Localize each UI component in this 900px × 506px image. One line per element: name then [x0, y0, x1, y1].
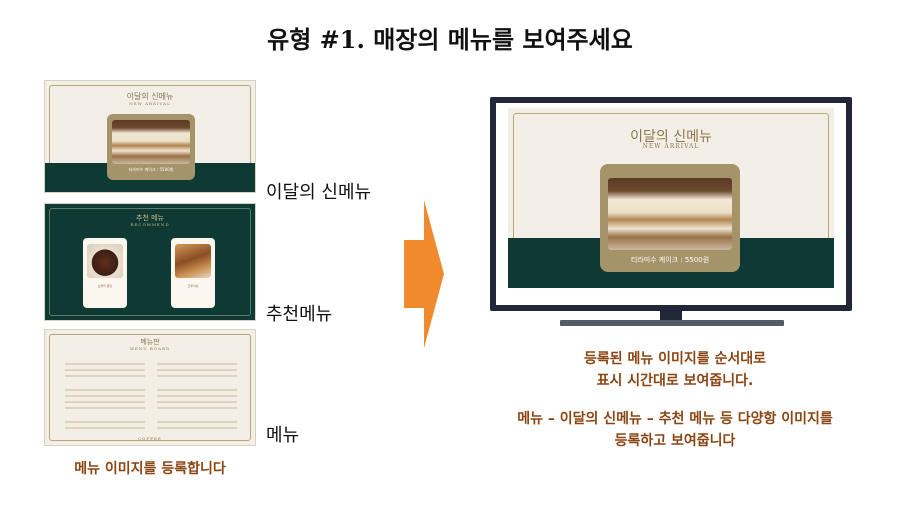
thumb-sub: RECOMMEND	[130, 222, 170, 227]
menu-plate: 티라미수 케이크 : 5500원	[107, 114, 195, 180]
thumb-sub: NEW ARRIVAL	[129, 101, 171, 106]
screen-plate: 티라미수 케이크 : 5500원	[600, 164, 740, 272]
croissant-image	[175, 244, 211, 278]
caption-line-4: 등록하고 보여줍니다	[614, 433, 736, 449]
monitor-screen: 이달의 신메뉴 NEW ARRIVAL 티라미수 케이크 : 5500원	[496, 103, 846, 305]
screen-plate-caption: 티라미수 케이크 : 5500원	[630, 256, 710, 264]
thumb-heading: 메뉴판	[140, 338, 160, 346]
register-caption: 메뉴 이미지를 등록합니다	[74, 461, 226, 477]
caption-line-2: 표시 시간대로 보여줍니다.	[596, 373, 754, 389]
screen-cake-image	[608, 178, 732, 250]
screen-sub: NEW ARRIVAL	[642, 143, 700, 150]
thumbnail-menu-board[interactable]: 메뉴판 MENU BOARD COFFEE	[44, 329, 256, 446]
recommend-card-2: 크루아상	[171, 238, 215, 308]
monitor-base	[560, 320, 784, 326]
thumb-border	[49, 208, 251, 316]
page-title: 유형 #1. 매장의 메뉴를 보여주세요	[267, 25, 633, 54]
thumb-heading: 이달의 신메뉴	[126, 92, 174, 101]
thumb-sub: MENU BOARD	[129, 346, 171, 351]
thumb-footer: COFFEE	[138, 436, 162, 441]
cake-image	[112, 120, 190, 164]
thumb-heading: 추천 메뉴	[136, 214, 164, 222]
menu-list-lines	[65, 363, 237, 429]
caption-line-3: 메뉴 – 이달의 신메뉴 – 추천 메뉴 등 다양항 이미지를	[517, 411, 833, 427]
card-caption: 쇼콜라 퐁당	[97, 284, 113, 288]
label-menu: 메뉴	[266, 425, 300, 446]
right-arrow-icon	[404, 200, 444, 348]
label-recommend: 추천메뉴	[266, 304, 333, 325]
thumb-border	[49, 334, 251, 441]
monitor-neck	[660, 311, 682, 321]
label-new-menu: 이달의 신메뉴	[266, 182, 372, 203]
chocolate-image	[87, 244, 123, 278]
card-caption: 크루아상	[187, 284, 199, 288]
recommend-card-1: 쇼콜라 퐁당	[83, 238, 127, 308]
plate-caption: 티라미수 케이크 : 5500원	[128, 167, 174, 172]
thumbnail-new-menu[interactable]: 이달의 신메뉴 NEW ARRIVAL 티라미수 케이크 : 5500원	[44, 80, 256, 193]
screen-content: 이달의 신메뉴 NEW ARRIVAL 티라미수 케이크 : 5500원	[508, 108, 834, 288]
thumbnail-recommend[interactable]: 추천 메뉴 RECOMMEND 쇼콜라 퐁당 크루아상	[44, 203, 256, 321]
screen-heading: 이달의 신메뉴	[630, 129, 712, 145]
caption-line-1: 등록된 메뉴 이미지를 순서대로	[583, 351, 767, 367]
